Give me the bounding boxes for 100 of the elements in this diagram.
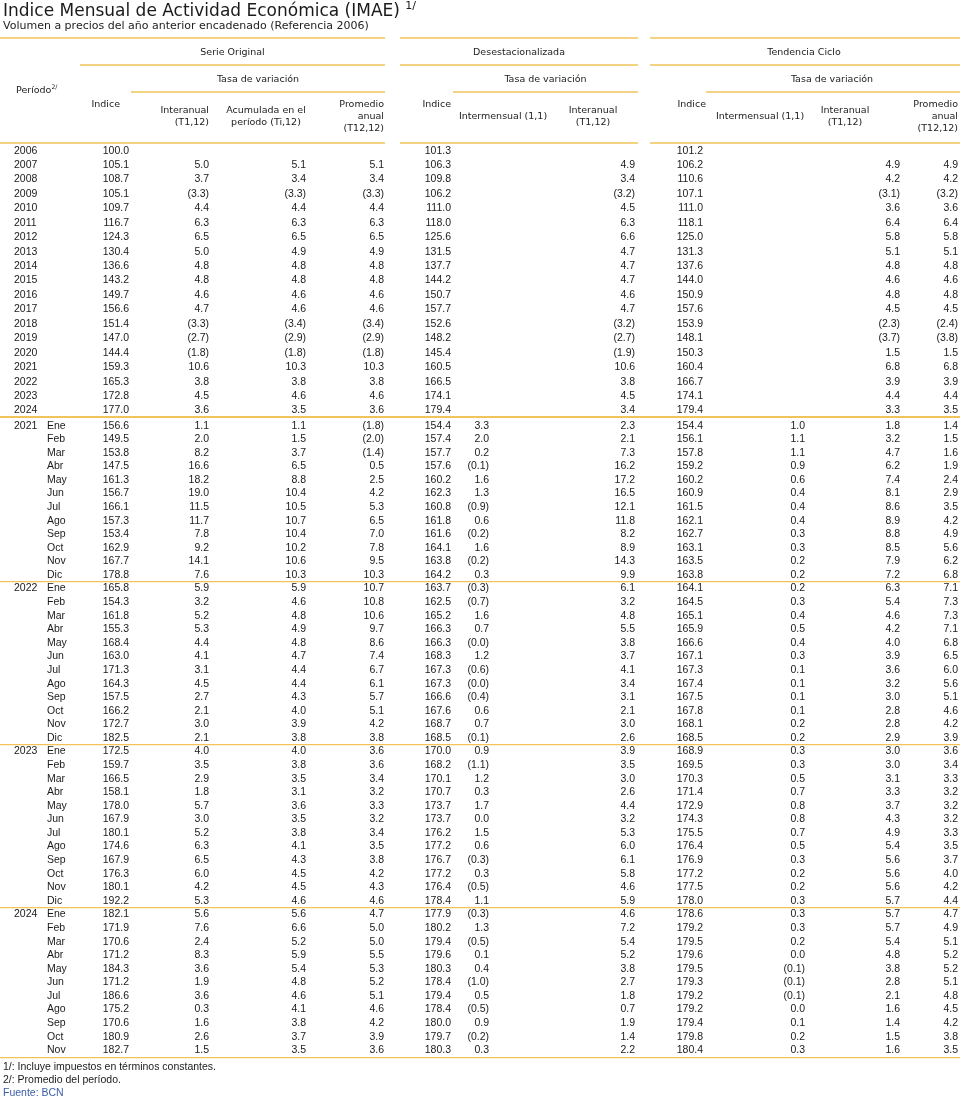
data-value: 4.9 xyxy=(620,157,635,171)
data-value: 111.0 xyxy=(426,201,451,215)
data-value: 167.4 xyxy=(676,676,703,690)
data-value: 156.6 xyxy=(102,418,129,432)
data-value: 4.6 xyxy=(943,273,958,287)
month-label: Nov xyxy=(47,554,66,568)
group-header: Desestacionalizada xyxy=(472,46,566,58)
data-value: 7.1 xyxy=(943,622,958,636)
data-value: 4.2 xyxy=(885,172,900,186)
month-label: May xyxy=(47,961,67,975)
data-value: 0.3 xyxy=(790,1043,805,1057)
data-value: 166.3 xyxy=(424,622,451,636)
data-value: 153.8 xyxy=(102,445,129,459)
data-value: 2.6 xyxy=(194,1029,209,1043)
month-label: Mar xyxy=(47,771,66,785)
data-value: 157.3 xyxy=(102,513,129,527)
data-value: (2.0) xyxy=(362,432,384,446)
month-label: Jun xyxy=(47,812,64,826)
data-value: 0.7 xyxy=(474,717,489,731)
data-value: 4.4 xyxy=(885,388,900,402)
data-value: 5.0 xyxy=(194,244,209,258)
month-label: Sep xyxy=(47,527,66,541)
data-value: 0.6 xyxy=(790,472,805,486)
data-value: 0.7 xyxy=(620,1002,635,1016)
data-value: 3.8 xyxy=(369,730,384,744)
data-value: 131.5 xyxy=(424,244,451,258)
data-value: 170.0 xyxy=(424,744,451,758)
data-value: 6.5 xyxy=(369,513,384,527)
data-value: 180.1 xyxy=(102,880,129,894)
data-value: 1.2 xyxy=(474,649,489,663)
month-label: May xyxy=(47,798,67,812)
data-value: 5.6 xyxy=(943,540,958,554)
data-value: (1.4) xyxy=(362,445,384,459)
data-value: 4.5 xyxy=(291,866,306,880)
data-value: 5.2 xyxy=(369,975,384,989)
data-value: 0.2 xyxy=(790,554,805,568)
data-value: 162.7 xyxy=(676,527,703,541)
data-value: 1.9 xyxy=(194,975,209,989)
data-value: 0.3 xyxy=(790,920,805,934)
data-value: 6.4 xyxy=(885,215,900,229)
data-value: 6.3 xyxy=(885,581,900,595)
data-value: 5.6 xyxy=(885,866,900,880)
data-value: 3.1 xyxy=(194,662,209,676)
data-value: 176.7 xyxy=(424,853,451,867)
month-label: Jun xyxy=(47,649,64,663)
data-value: 3.2 xyxy=(369,812,384,826)
data-value: 4.4 xyxy=(943,388,958,402)
data-value: 163.5 xyxy=(676,554,703,568)
data-value: 4.6 xyxy=(369,302,384,316)
month-label: Ene xyxy=(47,581,66,595)
data-value: 5.5 xyxy=(620,622,635,636)
data-value: 4.5 xyxy=(620,388,635,402)
month-label: Jun xyxy=(47,486,64,500)
data-value: (3.1) xyxy=(878,186,900,200)
data-value: 2.4 xyxy=(943,472,958,486)
data-value: 0.2 xyxy=(790,730,805,744)
data-value: 1.7 xyxy=(474,798,489,812)
data-value: 150.3 xyxy=(676,345,703,359)
data-value: (3.3) xyxy=(284,186,306,200)
data-value: 10.2 xyxy=(285,540,306,554)
data-value: 4.7 xyxy=(943,907,958,921)
data-value: 4.8 xyxy=(194,273,209,287)
data-value: 0.2 xyxy=(790,567,805,581)
month-label: Oct xyxy=(47,866,64,880)
data-value: 0.0 xyxy=(790,948,805,962)
data-value: (3.4) xyxy=(362,316,384,330)
data-value: 161.6 xyxy=(424,527,451,541)
data-value: 152.6 xyxy=(424,316,451,330)
data-value: 0.5 xyxy=(790,839,805,853)
data-value: 6.8 xyxy=(943,567,958,581)
data-value: 3.9 xyxy=(291,717,306,731)
data-value: 1.8 xyxy=(620,988,635,1002)
data-value: 154.3 xyxy=(102,595,129,609)
data-value: 177.2 xyxy=(676,866,703,880)
data-value: 4.8 xyxy=(620,608,635,622)
data-value: 6.5 xyxy=(943,649,958,663)
data-value: 5.4 xyxy=(291,961,306,975)
data-value: (0.1) xyxy=(783,988,805,1002)
data-value: 6.1 xyxy=(620,853,635,867)
data-value: 7.6 xyxy=(194,567,209,581)
data-value: (2.7) xyxy=(187,331,209,345)
data-value: 3.5 xyxy=(943,403,958,417)
data-value: 8.6 xyxy=(369,635,384,649)
month-label: Nov xyxy=(47,717,66,731)
data-value: 4.7 xyxy=(885,445,900,459)
data-value: 0.0 xyxy=(790,1002,805,1016)
data-value: 3.8 xyxy=(369,853,384,867)
data-value: 5.4 xyxy=(885,595,900,609)
data-value: 1.5 xyxy=(474,825,489,839)
data-value: 161.8 xyxy=(102,608,129,622)
data-value: 172.9 xyxy=(676,798,703,812)
data-value: 5.4 xyxy=(620,934,635,948)
month-label: Ene xyxy=(47,907,66,921)
data-value: 167.7 xyxy=(102,554,129,568)
data-value: 6.5 xyxy=(369,230,384,244)
data-value: 168.1 xyxy=(676,717,703,731)
data-value: 0.3 xyxy=(790,744,805,758)
data-value: 14.1 xyxy=(188,554,209,568)
data-value: 4.6 xyxy=(291,287,306,301)
data-value: 3.8 xyxy=(291,730,306,744)
